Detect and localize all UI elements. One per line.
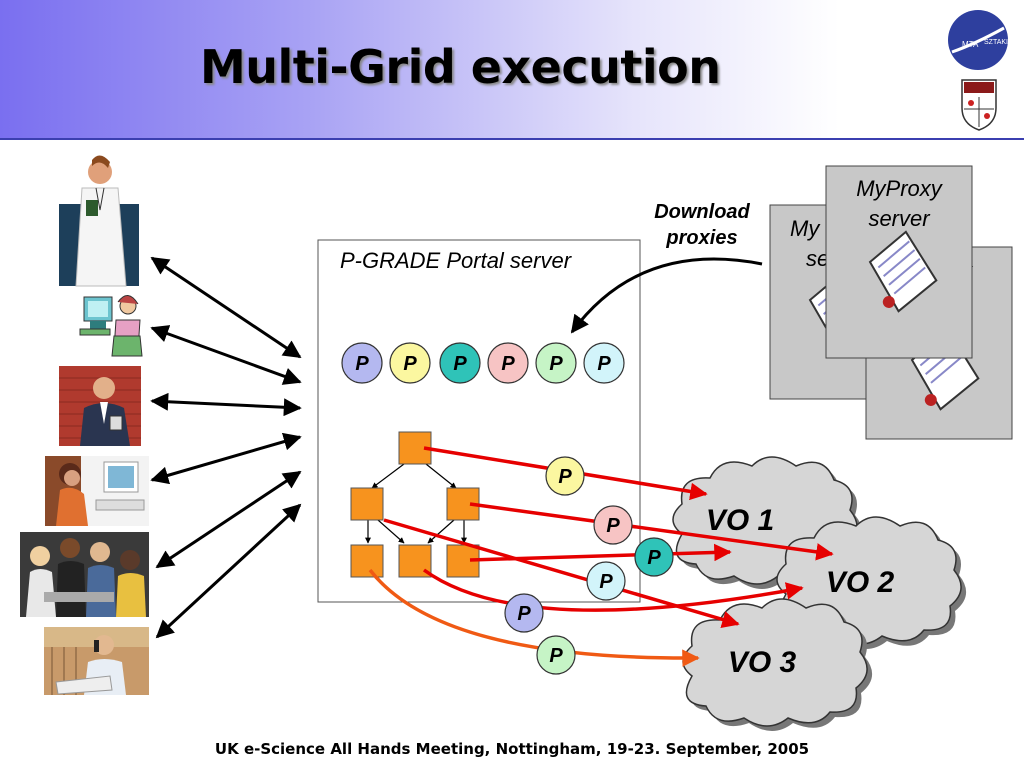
- user-arrow-1: [150, 256, 302, 359]
- user-photo-phone-man: [44, 627, 149, 695]
- user-arrow-3: [150, 392, 302, 417]
- portal-server-box: [317, 239, 641, 603]
- user-arrow-6: [155, 503, 302, 639]
- svg-text:P: P: [549, 645, 563, 667]
- portal-server-label: P-GRADE Portal server: [340, 248, 573, 273]
- job-arrow-to-vo2: [469, 502, 834, 561]
- svg-text:P: P: [597, 353, 611, 375]
- svg-text:P: P: [549, 353, 563, 375]
- portal-proxy-circle-1: P: [341, 342, 383, 384]
- job-arrow-to-vo3b: [368, 568, 700, 667]
- user-photo-businessman: [59, 366, 141, 446]
- edge-proxy-circle-6: P: [536, 635, 576, 675]
- sztaki-text-left: MTA: [962, 40, 979, 49]
- user-connections: [150, 256, 302, 639]
- portal-proxy-circle-6: P: [583, 342, 625, 384]
- myproxy-label-line2: server: [868, 206, 931, 231]
- svg-text:P: P: [355, 353, 369, 375]
- download-proxies-line2: proxies: [665, 227, 737, 249]
- svg-text:P: P: [647, 547, 661, 569]
- portal-proxy-circle-5: P: [535, 342, 577, 384]
- svg-text:P: P: [403, 353, 417, 375]
- vo-cloud-3: [682, 598, 873, 731]
- edge-proxy-circle-2: P: [593, 505, 633, 545]
- svg-text:se: se: [806, 246, 829, 271]
- user-arrow-5: [155, 470, 302, 569]
- edge-proxy-circle-1: P: [545, 456, 585, 496]
- myproxy-server-stack: My se xy r MyProxy server: [769, 165, 1013, 440]
- svg-text:P: P: [501, 353, 515, 375]
- user-photo-woman-at-desk: [45, 456, 149, 526]
- download-proxies-line1: Download: [654, 201, 750, 223]
- edge-proxy-circle-4: P: [586, 561, 626, 601]
- edge-proxy-circle-5: P: [504, 593, 544, 633]
- portal-proxy-circle-2: P: [389, 342, 431, 384]
- user-arrow-2: [150, 325, 302, 385]
- svg-text:My: My: [790, 216, 821, 241]
- title-banner: [0, 0, 1024, 138]
- sztaki-text-right: SZTAKI: [984, 39, 1008, 46]
- job-arrow-to-vo2b: [422, 568, 804, 612]
- university-crest-logo: [961, 79, 997, 131]
- portal-proxy-circle-4: P: [487, 342, 529, 384]
- vo-label-2: VO 2: [826, 566, 895, 599]
- workflow-graph: [350, 431, 480, 578]
- workflow-node-2: [350, 487, 384, 521]
- title-divider: [0, 138, 1024, 140]
- workflow-node-4: [350, 544, 384, 578]
- svg-text:P: P: [599, 571, 613, 593]
- svg-text:P: P: [453, 353, 467, 375]
- edge-proxy-circle-3: P: [634, 537, 674, 577]
- slide-footer: UK e-Science All Hands Meeting, Nottingh…: [214, 740, 810, 758]
- certificate-icon: [868, 230, 938, 313]
- svg-text:P: P: [558, 466, 572, 488]
- sztaki-logo: MTA SZTAKI: [948, 10, 1008, 70]
- vo-label-1: VO 1: [706, 504, 774, 537]
- myproxy-label-line1: MyProxy: [856, 176, 944, 201]
- user-arrow-4: [150, 432, 302, 485]
- svg-text:P: P: [517, 603, 531, 625]
- download-arrow: [570, 257, 763, 334]
- vo-label-3: VO 3: [728, 646, 797, 679]
- slide-title: Multi-Grid execution: [200, 40, 721, 94]
- user-photo-team: [20, 532, 149, 617]
- user-clipart-computer: [79, 295, 143, 357]
- myproxy-card-front: MyProxy server: [825, 165, 973, 359]
- portal-proxy-circle-3: P: [439, 342, 481, 384]
- user-photo-doctor: [59, 155, 139, 287]
- svg-text:P: P: [606, 515, 620, 537]
- job-arrow-to-vo1b: [469, 543, 732, 562]
